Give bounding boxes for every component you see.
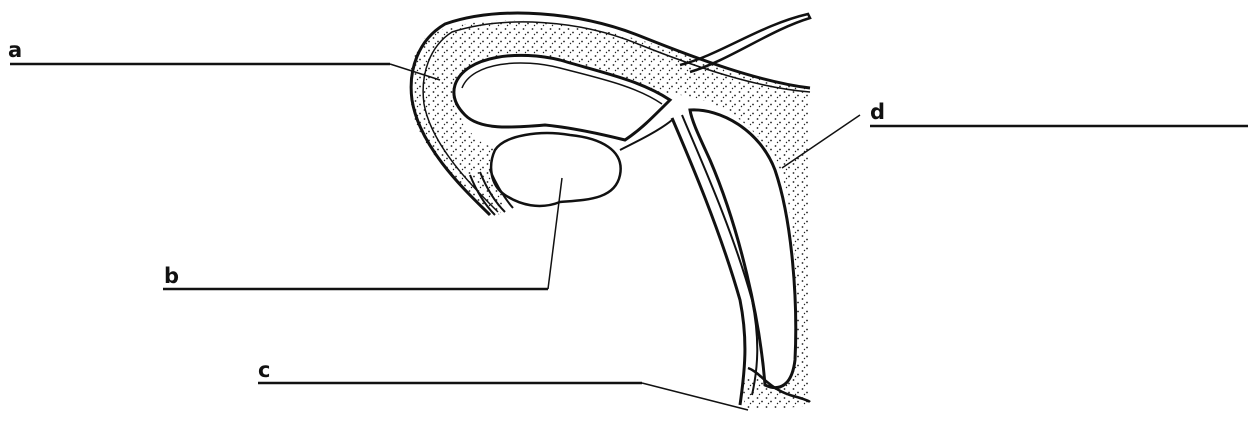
pointer-line-c — [642, 383, 748, 410]
label-a: a — [8, 40, 22, 61]
ovoid-body — [491, 133, 621, 206]
label-b: b — [164, 266, 179, 287]
label-d: d — [870, 102, 885, 123]
label-c: c — [258, 360, 270, 381]
